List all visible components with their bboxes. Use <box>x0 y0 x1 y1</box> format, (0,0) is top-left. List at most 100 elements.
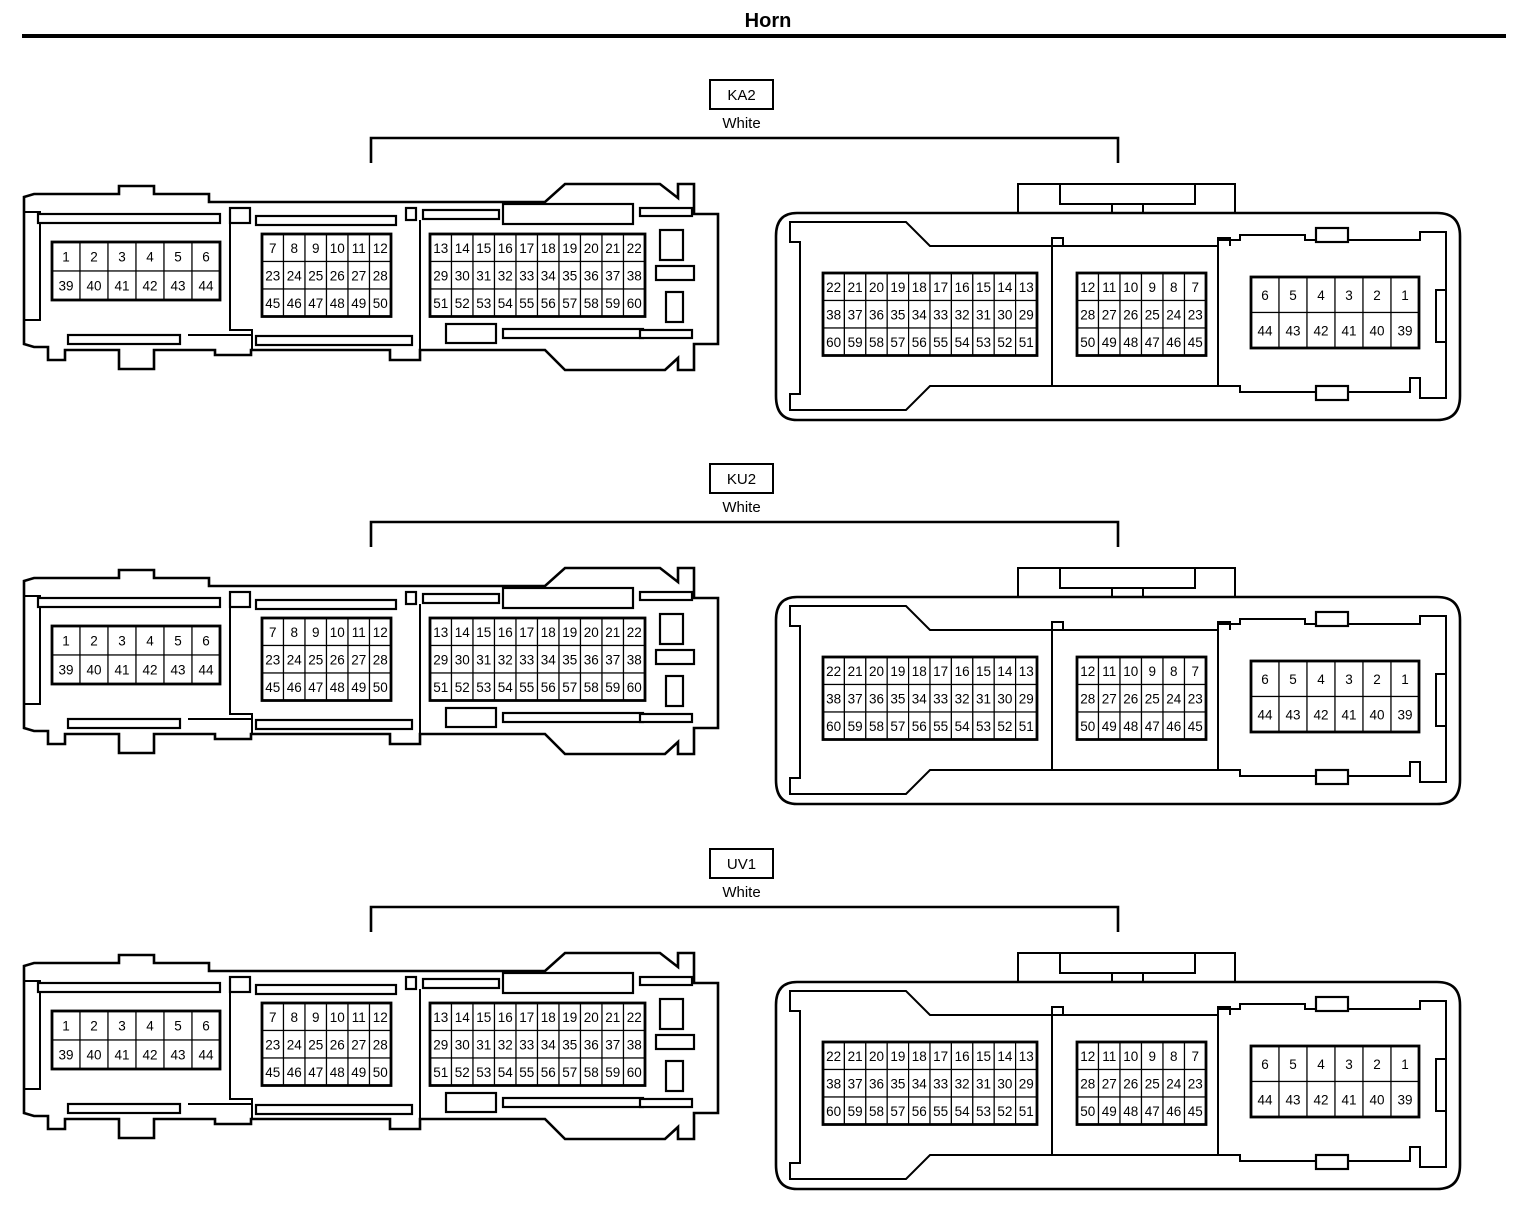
pin-label: 39 <box>1397 1092 1412 1107</box>
pin-label: 33 <box>519 1037 534 1052</box>
pin-label: 32 <box>498 268 513 283</box>
housing-rib <box>501 586 635 610</box>
pin-label: 55 <box>519 296 534 311</box>
pin-label: 26 <box>330 652 345 667</box>
housing-rib <box>501 711 645 724</box>
pin-cell <box>1306 311 1336 349</box>
pin-label: 39 <box>58 1048 73 1063</box>
pin-label: 29 <box>1019 1076 1034 1091</box>
pin-label: 35 <box>890 1076 905 1091</box>
housing-latch-edge <box>1435 289 1446 343</box>
connector-code: KA2 <box>727 87 755 104</box>
pin-label: 23 <box>265 268 280 283</box>
pin-label: 50 <box>373 680 388 695</box>
housing-latch <box>638 975 694 987</box>
pin-label: 5 <box>1289 672 1297 687</box>
pin-label: 20 <box>584 241 599 256</box>
pin-label: 42 <box>1313 1092 1328 1107</box>
pin-label: 1 <box>62 634 70 649</box>
pin-label: 56 <box>912 719 927 734</box>
pin-label: 27 <box>1102 691 1117 706</box>
pin-label: 22 <box>627 625 642 640</box>
pin-label: 4 <box>1317 1057 1325 1072</box>
pin-block-border <box>50 624 222 686</box>
pin-label: 47 <box>1145 1104 1160 1119</box>
pin-label: 33 <box>519 652 534 667</box>
pin-label: 43 <box>170 1048 185 1063</box>
connector-color: White <box>722 115 760 132</box>
pin-cell <box>79 241 109 272</box>
pin-label: 46 <box>287 680 302 695</box>
pin-label: 43 <box>170 663 185 678</box>
pin-label: 55 <box>933 719 948 734</box>
pin-label: 29 <box>1019 307 1034 322</box>
pin-label: 9 <box>1148 664 1156 679</box>
pin-label: 36 <box>584 268 599 283</box>
pin-label: 50 <box>373 1065 388 1080</box>
pin-label: 50 <box>1080 1104 1095 1119</box>
housing-tab <box>1314 384 1350 402</box>
pin-label: 6 <box>1261 672 1269 687</box>
pin-label: 39 <box>1397 323 1412 338</box>
pin-label: 17 <box>519 241 534 256</box>
pin-label: 57 <box>890 719 905 734</box>
pin-label: 3 <box>118 250 126 265</box>
pin-label: 11 <box>352 625 366 640</box>
pin-label: 24 <box>1166 307 1182 322</box>
housing-cavity-left <box>789 221 1053 411</box>
pin-label: 27 <box>351 268 366 283</box>
pin-label: 58 <box>584 1065 599 1080</box>
pin-label: 53 <box>476 680 491 695</box>
pin-block-border <box>821 271 1039 357</box>
pin-label: 29 <box>433 652 448 667</box>
housing-rib <box>66 1102 182 1115</box>
pin-label: 30 <box>997 691 1012 706</box>
pin-cell <box>1334 695 1364 733</box>
pin-label: 40 <box>1369 323 1384 338</box>
terminal-side-housing <box>774 211 1462 422</box>
pin-label: 18 <box>912 1049 927 1064</box>
housing-rib <box>254 1103 414 1116</box>
pin-label: 53 <box>476 296 491 311</box>
pin-label: 53 <box>476 1065 491 1080</box>
pin-label: 45 <box>1188 335 1203 350</box>
pin-cell <box>1306 276 1336 314</box>
pin-label: 34 <box>541 1037 557 1052</box>
pin-label: 42 <box>1313 323 1328 338</box>
housing-latch-edge <box>24 595 41 705</box>
pin-label: 57 <box>890 1104 905 1119</box>
pin-cell <box>107 1010 137 1041</box>
pin-label: 23 <box>1188 307 1203 322</box>
pin-label: 8 <box>290 1010 298 1025</box>
pin-label: 15 <box>976 280 991 295</box>
pin-label: 38 <box>627 268 642 283</box>
pin-label: 54 <box>498 680 514 695</box>
pin-label: 2 <box>1373 288 1381 303</box>
pin-label: 36 <box>869 1076 884 1091</box>
harness-side-housing <box>22 566 720 756</box>
housing-cavity-left <box>789 605 1053 795</box>
pin-label: 47 <box>308 296 323 311</box>
pin-label: 41 <box>1341 707 1356 722</box>
pin-label: 52 <box>455 1065 470 1080</box>
pin-label: 2 <box>90 634 98 649</box>
pin-label: 8 <box>1170 664 1178 679</box>
pin-label: 24 <box>1166 1076 1182 1091</box>
pin-label: 38 <box>826 1076 841 1091</box>
pin-label: 28 <box>1080 307 1095 322</box>
pin-label: 51 <box>1019 335 1034 350</box>
pin-label: 19 <box>562 625 577 640</box>
pin-label: 12 <box>1080 1049 1095 1064</box>
pin-cell <box>1306 1080 1336 1118</box>
pin-label: 52 <box>455 680 470 695</box>
housing-latch <box>638 206 694 218</box>
